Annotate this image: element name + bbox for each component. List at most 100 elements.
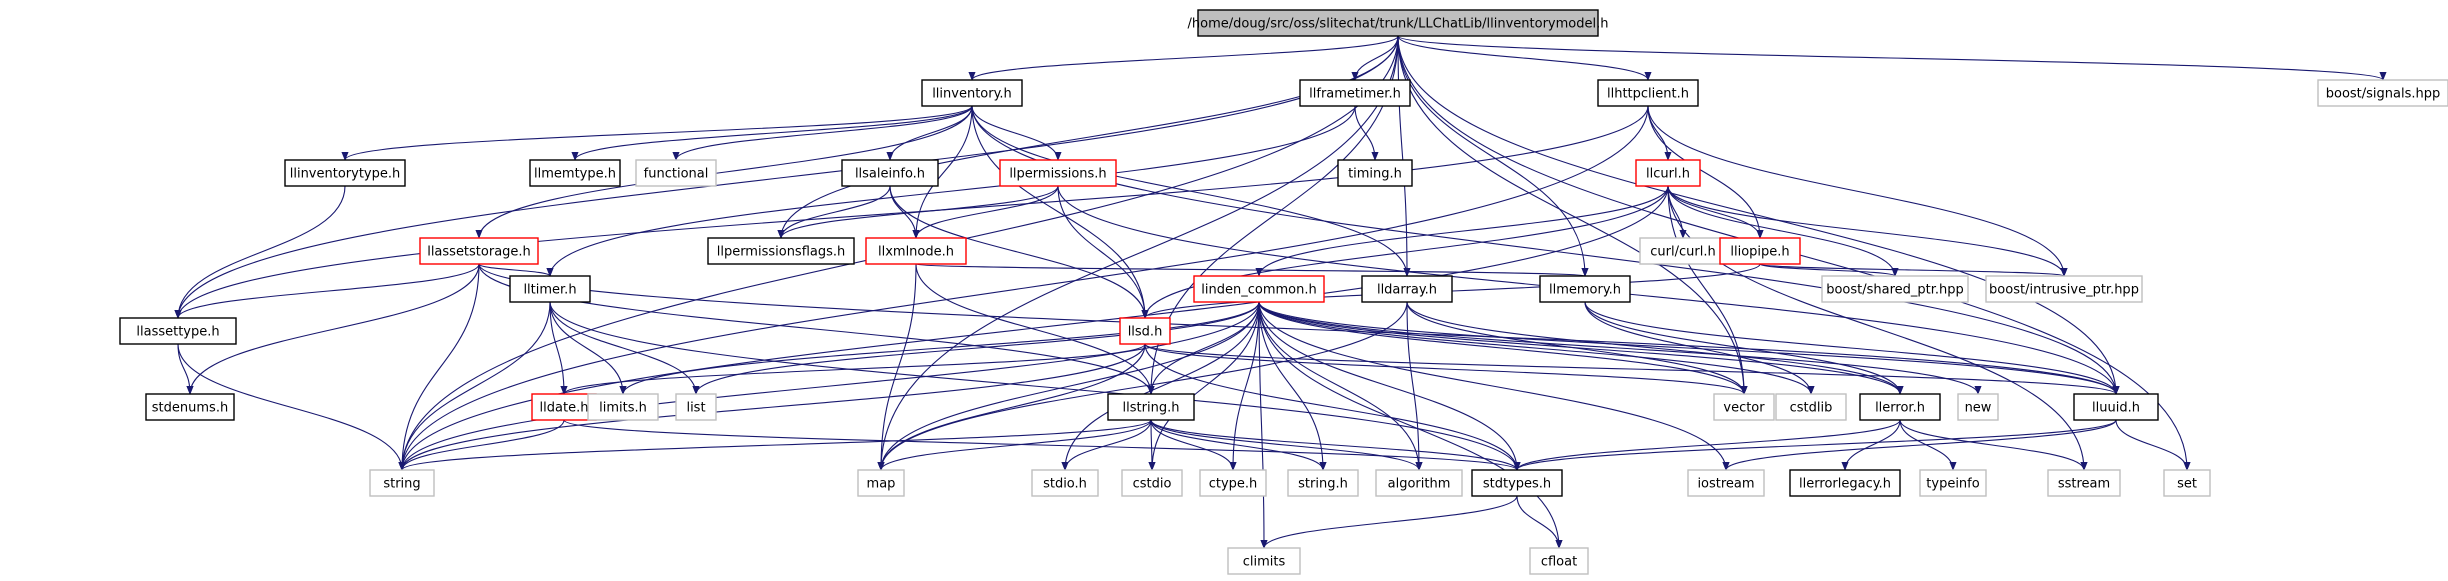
node-box [145,393,235,421]
node-llassettype[interactable]: llassettype.h [119,317,237,345]
node-lluuid[interactable]: lluuid.h [2073,393,2159,421]
node-label: llinventorytype.h [290,167,401,182]
edge-llassetstorage-to-lltimer [478,263,554,277]
node-stdenums[interactable]: stdenums.h [145,393,235,421]
node-box [1821,275,1969,303]
edge-llsd-to-stdtypes [1144,343,1521,471]
edge-root-to-llhttpclient [1397,35,1652,81]
edge-llmemory-to-llerror [1584,301,1904,395]
node-stdtypes[interactable]: stdtypes.h [1471,469,1563,497]
node-label: map [867,477,896,492]
edge-llhttpclient-to-boostintrusive [1647,105,2068,277]
node-llframetimer[interactable]: llframetimer.h [1299,79,1411,107]
edge-root-to-llmemory [1397,35,1589,277]
node-llerrorlegacy[interactable]: llerrorlegacy.h [1789,469,1901,497]
node-timing[interactable]: timing.h [1337,159,1413,187]
node-llcurl[interactable]: llcurl.h [1635,159,1701,187]
node-functional: functional [635,159,717,187]
node-label: llmemory.h [1549,283,1621,298]
edge-linden_common-to-cfloat [1258,301,1563,549]
node-box [2073,393,2159,421]
edge-linden_common-to-iostream [1258,301,1730,471]
node-box [509,275,591,303]
node-lliopipe[interactable]: lliopipe.h [1719,237,1801,265]
node-sstream: sstream [2047,469,2121,497]
node-llpermissions[interactable]: llpermissions.h [999,159,1117,187]
node-llinventory[interactable]: llinventory.h [921,79,1023,107]
node-linden_common[interactable]: linden_common.h [1193,275,1325,303]
node-llinventorytype[interactable]: llinventorytype.h [284,159,406,187]
node-llerror[interactable]: llerror.h [1859,393,1941,421]
node-llstring[interactable]: llstring.h [1107,393,1195,421]
edge-root-to-lldarray [1397,35,1411,277]
edge-linden_common-to-list [692,301,1260,395]
node-llassetstorage[interactable]: llassetstorage.h [419,237,539,265]
edge-llinventory-to-llassetstorage [475,105,973,239]
edge-llstring-to-map [877,419,1152,471]
node-label: boost/intrusive_ptr.hpp [1989,283,2139,298]
node-llmemtype[interactable]: llmemtype.h [529,159,621,187]
node-label: llassetstorage.h [427,245,531,260]
edge-lltimer-to-list [549,301,700,395]
node-label: lldate.h [540,401,589,416]
edge-llsd-to-string [398,343,1146,471]
edge-llinventory-to-llsd [971,105,1149,319]
node-label: string.h [1298,477,1348,492]
edge-llsd-to-lldate [560,343,1146,395]
node-box [1859,393,1941,421]
node-label: string [383,477,420,492]
node-box [1539,275,1631,303]
edge-root-to-llframetimer [1351,35,1399,81]
node-box [2163,469,2211,497]
node-box [1119,317,1171,345]
edge-llxmlnode-to-llmemory [915,263,1588,277]
node-box [1789,469,1901,497]
node-box [1919,469,1987,497]
edge-llerror-to-llerrorlegacy [1841,419,1901,471]
node-label: algorithm [1388,477,1451,492]
node-label: stdenums.h [152,401,228,416]
edge-lluuid-to-set [2115,419,2191,471]
edge-llinventorytype-to-llassettype [174,185,346,319]
node-llhttpclient[interactable]: llhttpclient.h [1597,79,1699,107]
node-llmemory[interactable]: llmemory.h [1539,275,1631,303]
edge-lliopipe-to-boostshared [1759,263,1899,277]
node-boostsignals: boost/signals.hpp [2317,79,2448,107]
node-boostintrusive: boost/intrusive_ptr.hpp [1985,275,2143,303]
node-lltimer[interactable]: lltimer.h [509,275,591,303]
edge-linden_common-to-cstdlib [1258,301,1815,395]
node-label: timing.h [1348,167,1402,182]
node-llpermissionsflags[interactable]: llpermissionsflags.h [707,237,855,265]
node-root[interactable]: /home/doug/src/oss/slitechat/trunk/LLCha… [1188,9,1609,37]
node-box [1199,469,1267,497]
node-box [2047,469,2121,497]
edge-root-to-map [877,35,1399,471]
edge-llcurl-to-string [398,185,1669,471]
edge-lldate-to-string [398,419,565,471]
node-label: cstdio [1133,477,1172,492]
edge-stdtypes-to-cfloat [1516,495,1563,549]
node-label: lliopipe.h [1730,245,1789,260]
node-lldarray[interactable]: lldarray.h [1361,275,1453,303]
node-label: stdio.h [1043,477,1087,492]
node-limits: limits.h [587,393,659,421]
node-box [587,393,659,421]
node-cfloat: cfloat [1529,547,1589,575]
node-cstdlib: cstdlib [1775,393,1847,421]
node-label: linden_common.h [1201,283,1316,298]
node-box [1107,393,1195,421]
node-llsaleinfo[interactable]: llsaleinfo.h [841,159,939,187]
node-llsd[interactable]: llsd.h [1119,317,1171,345]
node-label: llframetimer.h [1309,87,1401,102]
node-box [284,159,406,187]
edge-llpermissions-to-llsd [1057,185,1149,319]
node-lldate[interactable]: lldate.h [531,393,597,421]
edge-lldarray-to-llerror [1406,301,1904,395]
edge-llassettype-to-stdenums [177,343,194,395]
node-label: llpermissionsflags.h [717,245,846,260]
edge-llstring-to-stringh [1150,419,1327,471]
node-llxmlnode[interactable]: llxmlnode.h [865,237,967,265]
node-label: boost/shared_ptr.hpp [1826,283,1964,298]
node-box [635,159,717,187]
edge-lldarray-to-vector [1406,301,1748,395]
